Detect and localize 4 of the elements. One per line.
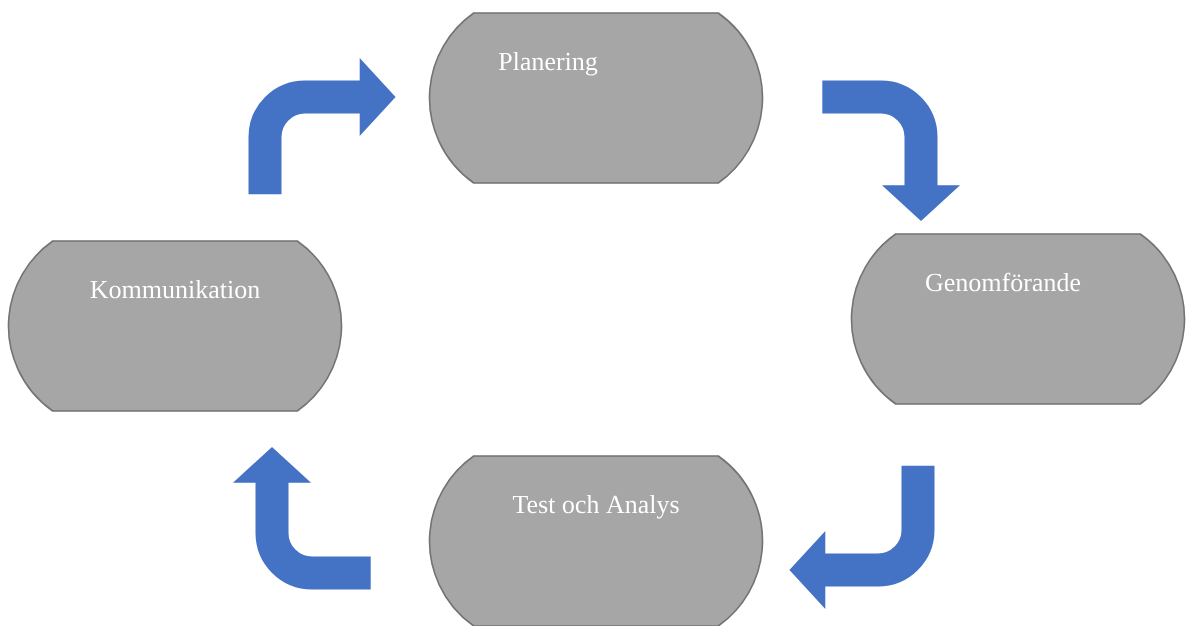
process-box: Kommunikation — [7, 240, 343, 412]
process-box: Planering — [428, 12, 764, 184]
process-box: Genomförande — [850, 233, 1186, 405]
process-box: Test och Analys — [428, 455, 764, 626]
